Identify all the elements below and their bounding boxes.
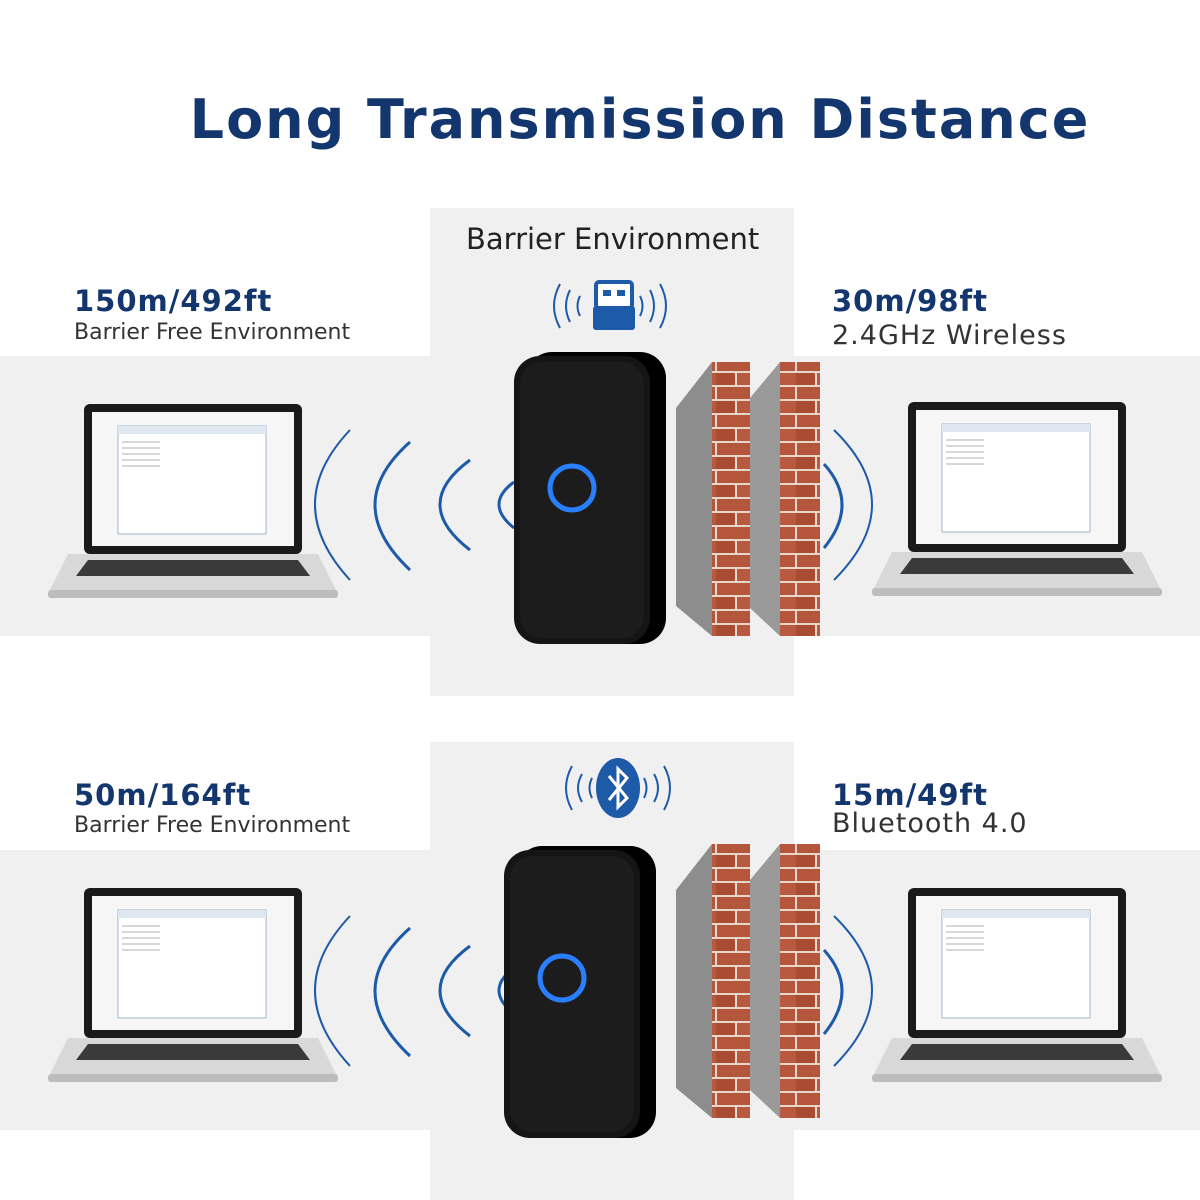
top-left-distance: 150m/492ft bbox=[74, 284, 273, 318]
signal-waves-bottom-right bbox=[822, 915, 873, 1067]
bottom-left-distance: 50m/164ft bbox=[74, 778, 252, 812]
laptop-bottom-left bbox=[48, 888, 338, 1082]
scanner-receiver-top bbox=[514, 352, 666, 644]
laptop-bottom-right bbox=[872, 888, 1162, 1082]
scanner-receiver-bottom bbox=[504, 846, 656, 1138]
brick-walls-top bbox=[676, 362, 820, 636]
top-right-distance: 30m/98ft bbox=[832, 284, 989, 318]
bottom-left-environment: Barrier Free Environment bbox=[74, 813, 351, 838]
signal-waves-top-right bbox=[822, 429, 873, 581]
bluetooth-icon bbox=[565, 758, 671, 818]
top-left-environment: Barrier Free Environment bbox=[74, 320, 351, 345]
signal-waves-bottom-left bbox=[314, 915, 515, 1067]
top-right-environment: 2.4GHz Wireless bbox=[832, 320, 1067, 351]
laptop-top-left bbox=[48, 404, 338, 598]
laptop-top-right bbox=[872, 402, 1162, 596]
bottom-right-distance: 15m/49ft bbox=[832, 778, 989, 812]
bottom-right-environment: Bluetooth 4.0 bbox=[832, 808, 1028, 839]
brick-walls-bottom bbox=[676, 844, 820, 1118]
signal-waves-top-left bbox=[314, 429, 515, 581]
barrier-environment-caption: Barrier Environment bbox=[466, 222, 760, 256]
usb-dongle-icon bbox=[553, 280, 667, 330]
page-title: Long Transmission Distance bbox=[189, 88, 1091, 151]
